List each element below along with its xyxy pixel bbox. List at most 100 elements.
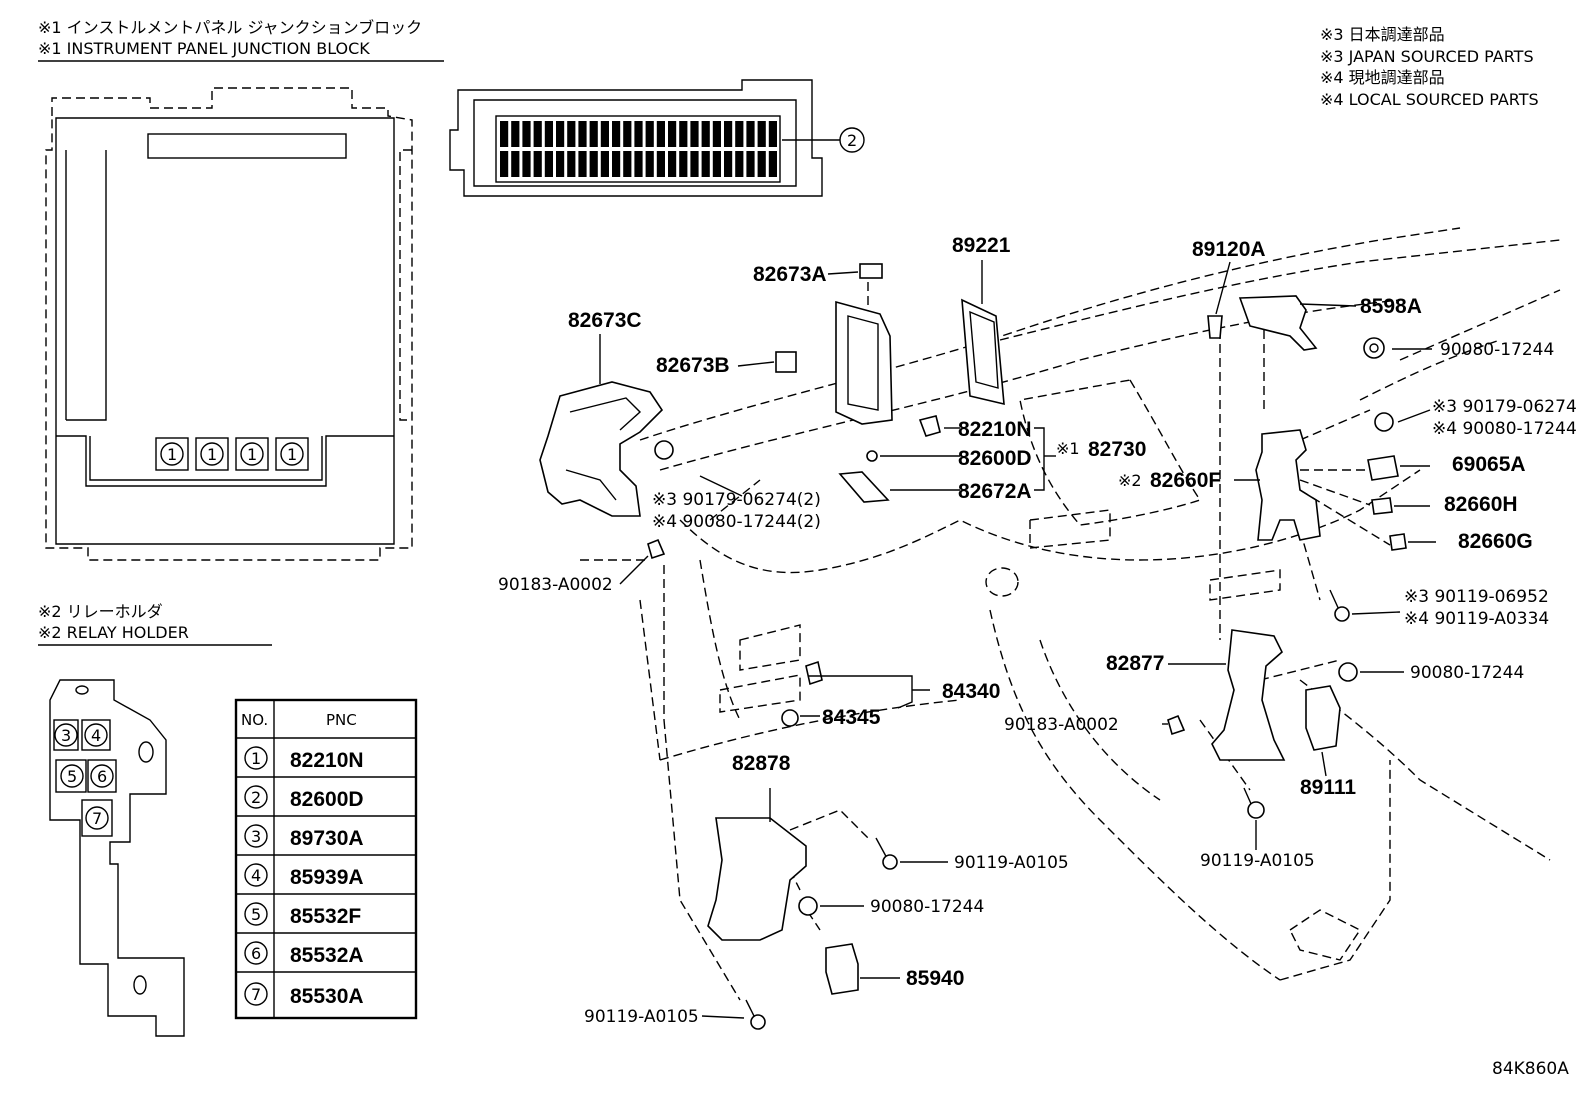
fuse-slot	[656, 151, 665, 177]
part-90080-17244-clip-right[interactable]	[1338, 662, 1358, 682]
part-82730-junction-block[interactable]	[835, 300, 893, 425]
label-84345: 84345	[822, 706, 881, 729]
fuse-slot	[712, 121, 721, 147]
fuse-slot	[757, 121, 766, 147]
part-82600D[interactable]	[866, 450, 878, 462]
fuse-slot	[768, 151, 777, 177]
fuse-slot	[556, 121, 565, 147]
note-4-jp: ※4 現地調達部品	[1320, 68, 1445, 87]
part-82210N[interactable]	[918, 415, 941, 437]
fuse-slot	[623, 151, 632, 177]
fuse-slot	[634, 121, 643, 147]
fuse-slot	[735, 121, 744, 147]
fuse-slot	[724, 121, 733, 147]
part-89120A[interactable]	[1207, 315, 1223, 339]
part-82672A[interactable]	[838, 471, 890, 503]
table-header-no: NO.	[241, 711, 268, 729]
fuse-slot	[623, 121, 632, 147]
part-bolt-90119-06952[interactable]	[1329, 589, 1350, 622]
table-row-no: 2	[251, 788, 261, 807]
label-82673A: 82673A	[753, 263, 827, 286]
part-bolt-90119-A0105-bottom[interactable]	[745, 999, 766, 1030]
part-69065A[interactable]	[1367, 455, 1399, 481]
fuse-slot	[668, 121, 677, 147]
part-82660G[interactable]	[1389, 533, 1407, 551]
label-90119-A0105-right: 90119-A0105	[1200, 851, 1315, 871]
assembly-lines	[580, 282, 1391, 1001]
label-69065A: 69065A	[1452, 453, 1526, 476]
fuse-slot	[522, 121, 531, 147]
table-row-pnc: 85532A	[290, 944, 364, 967]
fuse-slot	[578, 121, 587, 147]
note-2-en: ※2 RELAY HOLDER	[38, 623, 189, 642]
label-90183-A0002-mid: 90183-A0002	[1004, 715, 1119, 735]
pnc-table: NO. PNC 1 82210N 2 82600D 3 89730A 4 859…	[234, 698, 418, 1020]
part-82673C[interactable]	[539, 381, 664, 517]
fuse-slot	[634, 151, 643, 177]
table-row-pnc: 85532F	[290, 905, 361, 928]
fuse-slot	[701, 121, 710, 147]
table-row-no: 7	[251, 985, 261, 1004]
part-90080-17244-clip-bottom[interactable]	[798, 896, 818, 916]
fuse-grid	[500, 121, 777, 177]
part-82660H[interactable]	[1371, 497, 1393, 515]
fuse-slot	[612, 121, 621, 147]
relay-callout-5: 5	[67, 767, 77, 786]
fuse-slot	[679, 151, 688, 177]
fuse-slot	[600, 121, 609, 147]
table-row-pnc: 85530A	[290, 985, 364, 1008]
part-bolt-90119-A0105-mid[interactable]	[875, 837, 898, 870]
label-82600D: 82600D	[958, 447, 1032, 470]
part-clip-90179-06274-left[interactable]	[654, 440, 674, 460]
label-82730-mark: ※1	[1056, 439, 1080, 458]
part-bolt-90119-A0105-right[interactable]	[1243, 787, 1265, 819]
fuse-slot	[656, 121, 665, 147]
junction-callout-1a: 1	[167, 445, 177, 464]
label-89111: 89111	[1300, 776, 1356, 799]
table-row-no: 5	[251, 905, 261, 924]
fuse-slot	[768, 121, 777, 147]
fuse-slot	[690, 121, 699, 147]
part-clip-90179-06274-right[interactable]	[1374, 412, 1394, 432]
part-82660F-relay-holder[interactable]	[1255, 429, 1321, 541]
relay-callout-4: 4	[91, 726, 101, 745]
table-row-pnc: 82210N	[290, 749, 364, 772]
part-89111[interactable]	[1305, 685, 1341, 751]
part-82878-bracket[interactable]	[707, 817, 807, 941]
part-90183-A0002-left[interactable]	[647, 538, 666, 560]
fuse-slot	[701, 151, 710, 177]
part-90183-A0002-mid[interactable]	[1167, 714, 1186, 736]
part-90080-17244-clip-top[interactable]	[1363, 337, 1385, 359]
label-82878: 82878	[732, 752, 791, 775]
label-89221: 89221	[952, 234, 1011, 257]
label-82660H: 82660H	[1444, 493, 1518, 516]
part-84340[interactable]	[805, 660, 823, 686]
part-8598A[interactable]	[1238, 295, 1318, 351]
part-84345[interactable]	[781, 709, 799, 727]
fuse-slot	[511, 151, 520, 177]
fuse-slot	[500, 121, 509, 147]
part-82877-bracket[interactable]	[1211, 629, 1286, 761]
part-89221[interactable]	[961, 298, 1005, 406]
fuse-slot	[600, 151, 609, 177]
fuse-slot	[645, 151, 654, 177]
fuse-slot	[724, 151, 733, 177]
fuse-slot	[589, 151, 598, 177]
label-82730: 82730	[1088, 438, 1146, 461]
fuse-slot	[735, 151, 744, 177]
label-82877: 82877	[1106, 652, 1164, 675]
fuse-callout-2: 2	[847, 131, 857, 150]
part-85940[interactable]	[825, 943, 859, 995]
part-82673A[interactable]	[859, 263, 883, 279]
label-90080-17244-right2: 90080-17244	[1410, 663, 1524, 683]
fuse-slot	[578, 151, 587, 177]
fuse-slot	[544, 121, 553, 147]
junction-callout-1-group: 1 1 1 1	[155, 437, 309, 471]
fuse-slot	[645, 121, 654, 147]
fuse-slot	[533, 121, 542, 147]
junction-callout-1b: 1	[207, 445, 217, 464]
table-row-no: 3	[251, 827, 261, 846]
fuse-slot	[567, 151, 576, 177]
part-82673B[interactable]	[775, 351, 797, 373]
fuse-slot	[533, 151, 542, 177]
